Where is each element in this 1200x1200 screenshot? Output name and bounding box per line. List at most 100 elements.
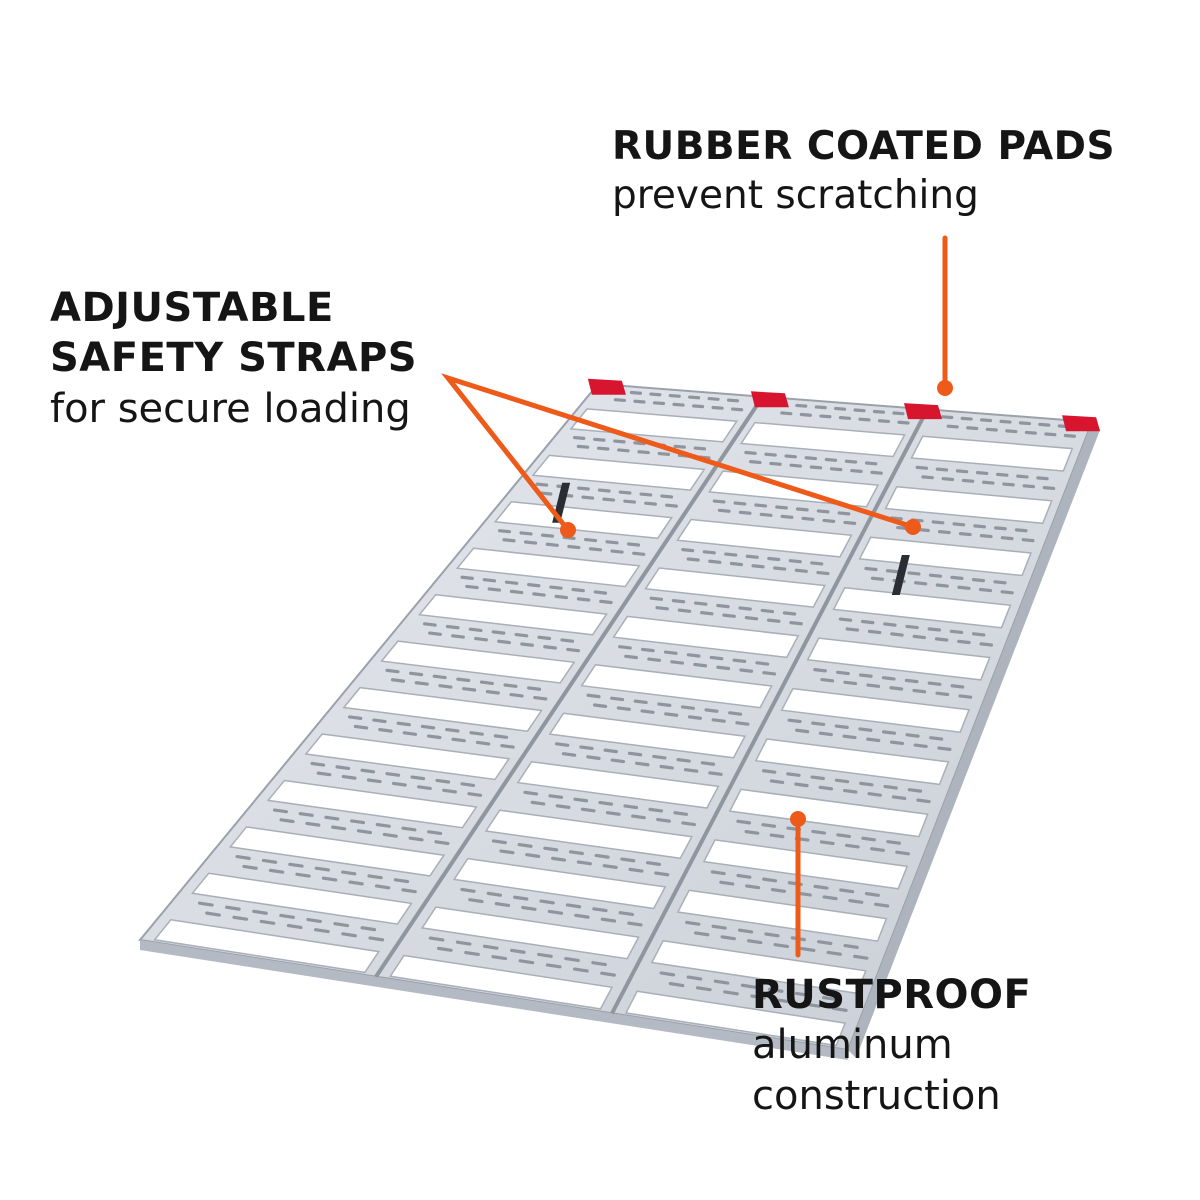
ramp-slot [613,439,626,444]
ramp-slot [837,511,851,516]
ramp-slot [780,514,794,519]
ramp-slot [586,693,601,699]
ramp-slot [745,884,761,890]
ramp-slot [935,583,949,588]
ramp-slot [410,775,426,781]
ramp-slot [711,718,726,723]
ramp-slot [767,556,781,562]
ramp-slot [881,676,896,681]
ramp-slot [664,712,679,717]
ramp-gap [624,990,847,1047]
ramp-slot [286,923,303,930]
ramp-slot [914,581,928,586]
ramp-slot [497,639,511,645]
ramp-slot [602,497,616,502]
ramp-slot [455,940,472,946]
ramp-slot [708,559,722,564]
ramp-slot [572,435,586,440]
rubber-pad [587,378,626,395]
ramp-slot [1016,474,1029,479]
ramp-slot [886,840,902,845]
ramp-slot [732,658,747,663]
ramp-slot [451,737,466,743]
ramp-slot [596,446,610,451]
ramp-slot [961,478,975,483]
ramp-fold-seam [374,395,765,978]
ramp-slot [759,512,773,517]
ramp-slot [773,566,787,571]
ramp-slot [324,815,340,821]
ramp-slot [279,818,295,824]
ramp-slot [788,559,802,564]
ramp-slot [927,681,942,686]
ramp-slot [941,415,954,420]
ramp-slot [853,408,866,413]
ramp-slot [657,451,671,456]
ramp-slot [751,564,765,569]
ramp-slot [842,734,857,740]
ramp-slot [777,998,794,1004]
ramp-gap [806,637,991,681]
ramp-slot [694,931,710,937]
ramp-slot [493,734,509,739]
ramp-slot [686,975,703,981]
ramp-slot [867,629,882,635]
ramp-slot [298,812,314,817]
ramp-slot [870,576,884,581]
ramp-slot [647,657,662,662]
ramp-slot [711,924,727,930]
ramp-slot [617,448,630,453]
ramp-slot [252,909,268,915]
ramp-slot [818,785,834,791]
ramp-slot [950,575,964,581]
ramp-slot [548,794,564,799]
ramp-slot [843,943,859,949]
leader-dot [905,519,921,535]
ramp-slot [799,412,812,417]
ramp-slot [693,446,707,451]
ramp-gap [644,567,826,608]
ramp-slot [801,516,815,521]
ramp-slot [800,946,816,952]
ramp-slot [491,839,507,845]
ramp-slot [504,580,519,585]
ramp-slot [600,971,616,977]
ramp-slot [890,632,904,637]
ramp-slot [519,531,533,536]
ramp-slot [762,877,778,883]
ramp-slot [717,508,731,513]
ramp-slot [551,856,567,862]
ramp-slot [468,898,484,904]
ramp-slot [610,758,626,764]
ramp-slot [996,472,1009,477]
ramp-slot [819,840,835,846]
ramp-slot [635,761,650,767]
ramp-gap [493,501,674,540]
ramp-slot [838,416,852,420]
ramp-slot [858,673,873,678]
ramp-slot [907,788,923,793]
ramp-slot [610,549,624,554]
ramp-slot [533,695,548,701]
ramp-slot [754,503,768,508]
ramp-gap [190,872,413,925]
ramp-slot [686,653,701,658]
ramp-slot [623,804,639,810]
ramp-slot [787,718,802,724]
ramp-slot [331,825,347,831]
ramp-slot [883,784,898,790]
ramp-slot [428,631,442,636]
ramp-slot [724,552,738,557]
ramp-slot [885,569,899,574]
ramp-slot [467,792,483,797]
ramp-slot [979,534,993,539]
ramp-slot [613,398,627,403]
ramp-slot [628,867,644,873]
ramp-slot [469,731,484,736]
ramp-slot [592,907,608,913]
ramp-slot [348,880,364,886]
ramp-slot [749,460,762,465]
ramp-slot [874,902,890,908]
ramp-slot [465,584,479,590]
ramp-slot [844,843,860,849]
